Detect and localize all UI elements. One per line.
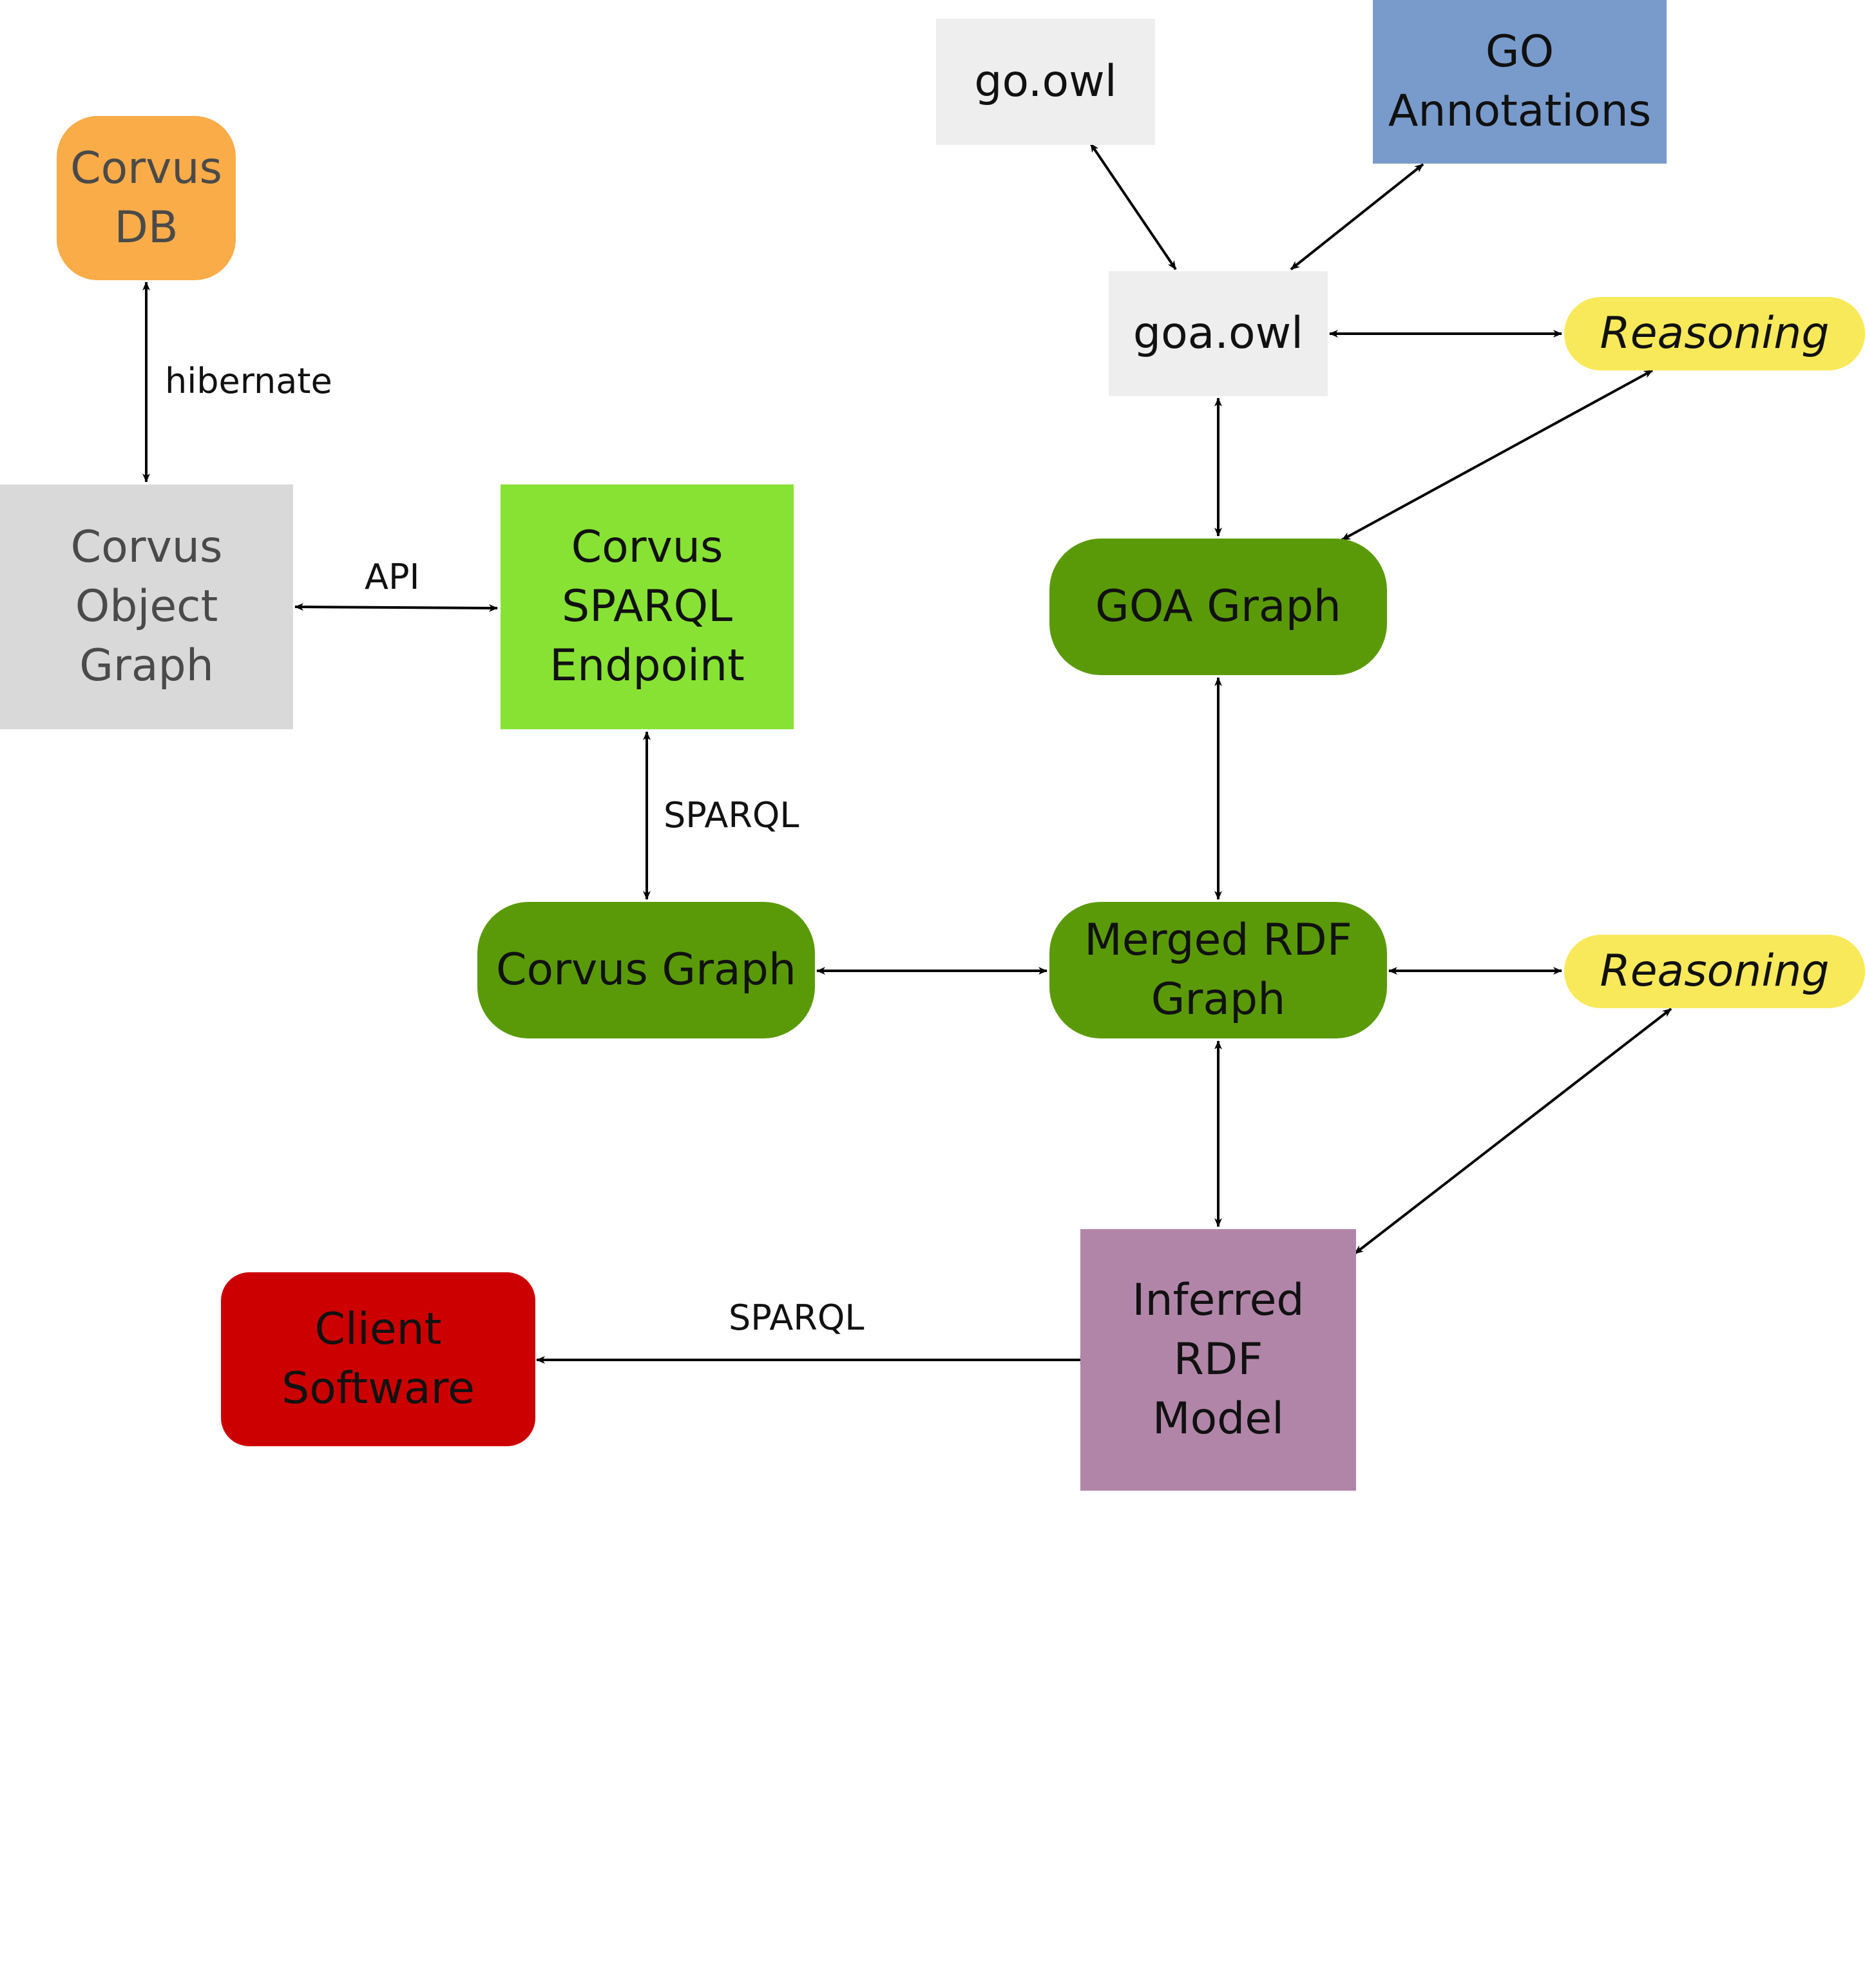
reasoning-mid-node: Reasoning [1564, 935, 1865, 1008]
go-annotations-node: GO Annotations [1373, 0, 1667, 164]
client-software-node: Client Software [221, 1272, 535, 1446]
corvus-sparql-endpoint-node: Corvus SPARQL Endpoint [501, 484, 794, 729]
merged-rdf-graph-node: Merged RDF Graph [1049, 902, 1387, 1038]
corvus-graph-node: Corvus Graph [477, 902, 815, 1038]
goa-graph-node: GOA Graph [1049, 539, 1387, 675]
edge-reasoning-inferred [1353, 1008, 1672, 1255]
go-owl-node: go.owl [936, 19, 1155, 145]
edge-go-owl-goa-owl [1089, 142, 1177, 271]
reasoning-top-node: Reasoning [1564, 297, 1865, 370]
edge-object-graph-endpoint [294, 603, 498, 612]
corvus-db-node: Corvus DB [57, 116, 236, 280]
edge-label-sparql-client: SPARQL [729, 1297, 865, 1338]
goa-owl-node: goa.owl [1109, 271, 1328, 396]
inferred-rdf-model-node: Inferred RDF Model [1080, 1229, 1356, 1491]
edge-label-hibernate: hibernate [165, 361, 332, 401]
edge-go-annotations-goa-owl [1290, 163, 1424, 271]
edge-label-api: API [365, 557, 420, 597]
edge-label-sparql-endpoint: SPARQL [664, 795, 799, 836]
edge-reasoning-goa-graph [1341, 369, 1653, 541]
corvus-object-graph-node: Corvus Object Graph [0, 484, 293, 729]
